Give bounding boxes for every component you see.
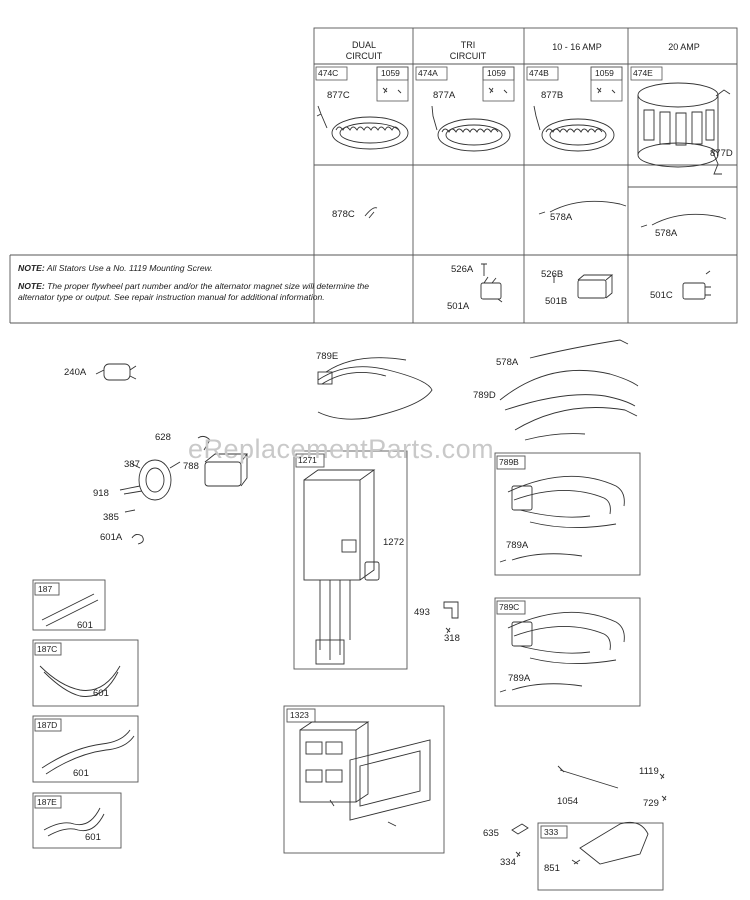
part-526A: 526A — [451, 264, 474, 275]
rectifier-icons — [480, 274, 711, 303]
part-789B: 789B — [499, 457, 519, 467]
part-187: 187 — [38, 584, 53, 594]
screw-icons — [382, 87, 616, 94]
part-1059-c: 1059 — [595, 68, 614, 78]
part-318: 318 — [444, 633, 460, 644]
part-601-187D: 601 — [73, 768, 89, 779]
header-10-16-amp: 10 - 16 AMP — [552, 42, 602, 52]
receptacle-panel-drawing — [299, 721, 431, 827]
lower-callout-boxes — [32, 450, 664, 891]
part-474C: 474C — [318, 68, 339, 78]
part-1119: 1119 — [639, 766, 659, 777]
table-callout-boxes — [315, 66, 663, 102]
watermark: eReplacementParts.com — [188, 434, 495, 464]
stator-ring-20amp — [637, 82, 731, 175]
part-789D: 789D — [473, 390, 496, 401]
part-526B: 526B — [541, 269, 564, 280]
part-789E: 789E — [316, 351, 339, 362]
part-601-187E: 601 — [85, 832, 101, 843]
part-1272: 1272 — [383, 537, 405, 548]
note-mounting-screw: NOTE: All Stators Use a No. 1119 Mountin… — [18, 263, 308, 274]
part-789A-upper: 789A — [506, 540, 529, 551]
part-601-187C: 601 — [93, 688, 109, 699]
part-240A: 240A — [64, 367, 87, 378]
part-789C: 789C — [499, 602, 520, 612]
part-187C: 187C — [37, 644, 58, 654]
control-panel-drawing — [303, 469, 380, 665]
fuel-filter-drawing — [95, 363, 137, 381]
hose-drawings — [39, 593, 135, 837]
part-501A: 501A — [447, 301, 470, 312]
part-333: 333 — [544, 827, 559, 837]
note-label-1: NOTE: — [18, 263, 45, 273]
stator-ring-10-16 — [533, 105, 615, 152]
harness-789B-drawing — [499, 475, 625, 563]
note-flywheel: NOTE: The proper flywheel part number an… — [18, 281, 404, 303]
part-187E: 187E — [37, 797, 57, 807]
part-789A-lower: 789A — [508, 673, 531, 684]
part-1054: 1054 — [557, 796, 579, 807]
part-501C: 501C — [650, 290, 673, 301]
part-877C: 877C — [327, 90, 350, 101]
small-parts-drawing — [511, 765, 667, 865]
part-493: 493 — [414, 607, 430, 618]
part-334: 334 — [500, 857, 516, 868]
part-601A: 601A — [100, 532, 123, 543]
part-578A: 578A — [496, 357, 519, 368]
part-635: 635 — [483, 828, 499, 839]
part-1271: 1271 — [298, 455, 317, 465]
part-877B: 877B — [541, 90, 564, 101]
harness-789D-drawing — [499, 339, 639, 441]
part-1059-b: 1059 — [487, 68, 506, 78]
part-474A: 474A — [418, 68, 438, 78]
part-729: 729 — [643, 798, 659, 809]
stator-ring-dual — [316, 105, 409, 150]
table-wires — [364, 200, 727, 276]
part-851: 851 — [544, 863, 560, 874]
harness-789E-drawing — [317, 357, 433, 420]
stator-ring-tri — [431, 105, 511, 152]
part-1323: 1323 — [290, 710, 309, 720]
part-385: 385 — [103, 512, 119, 523]
part-877A: 877A — [433, 90, 456, 101]
carburetor-assembly-drawing — [119, 435, 248, 545]
note-label-2: NOTE: — [18, 281, 45, 291]
note-text-1: All Stators Use a No. 1119 Mounting Scre… — [46, 263, 213, 273]
part-187D: 187D — [37, 720, 58, 730]
bracket-drawing — [443, 601, 459, 634]
part-878C: 878C — [332, 209, 355, 220]
part-877D: 877D — [710, 148, 733, 159]
part-1059-a: 1059 — [381, 68, 400, 78]
stator-table-grid — [9, 27, 738, 324]
part-628: 628 — [155, 432, 171, 443]
part-474B: 474B — [529, 68, 549, 78]
part-578A-table-b: 578A — [655, 228, 678, 239]
part-474E: 474E — [633, 68, 653, 78]
harness-789C-drawing — [499, 611, 625, 693]
part-601-187: 601 — [77, 620, 93, 631]
part-387: 387 — [124, 459, 140, 470]
part-918: 918 — [93, 488, 109, 499]
note-text-2: The proper flywheel part number and/or t… — [18, 281, 370, 302]
part-578A-table-a: 578A — [550, 212, 573, 223]
header-20-amp: 20 AMP — [668, 42, 700, 52]
part-788: 788 — [183, 461, 199, 472]
part-501B: 501B — [545, 296, 568, 307]
